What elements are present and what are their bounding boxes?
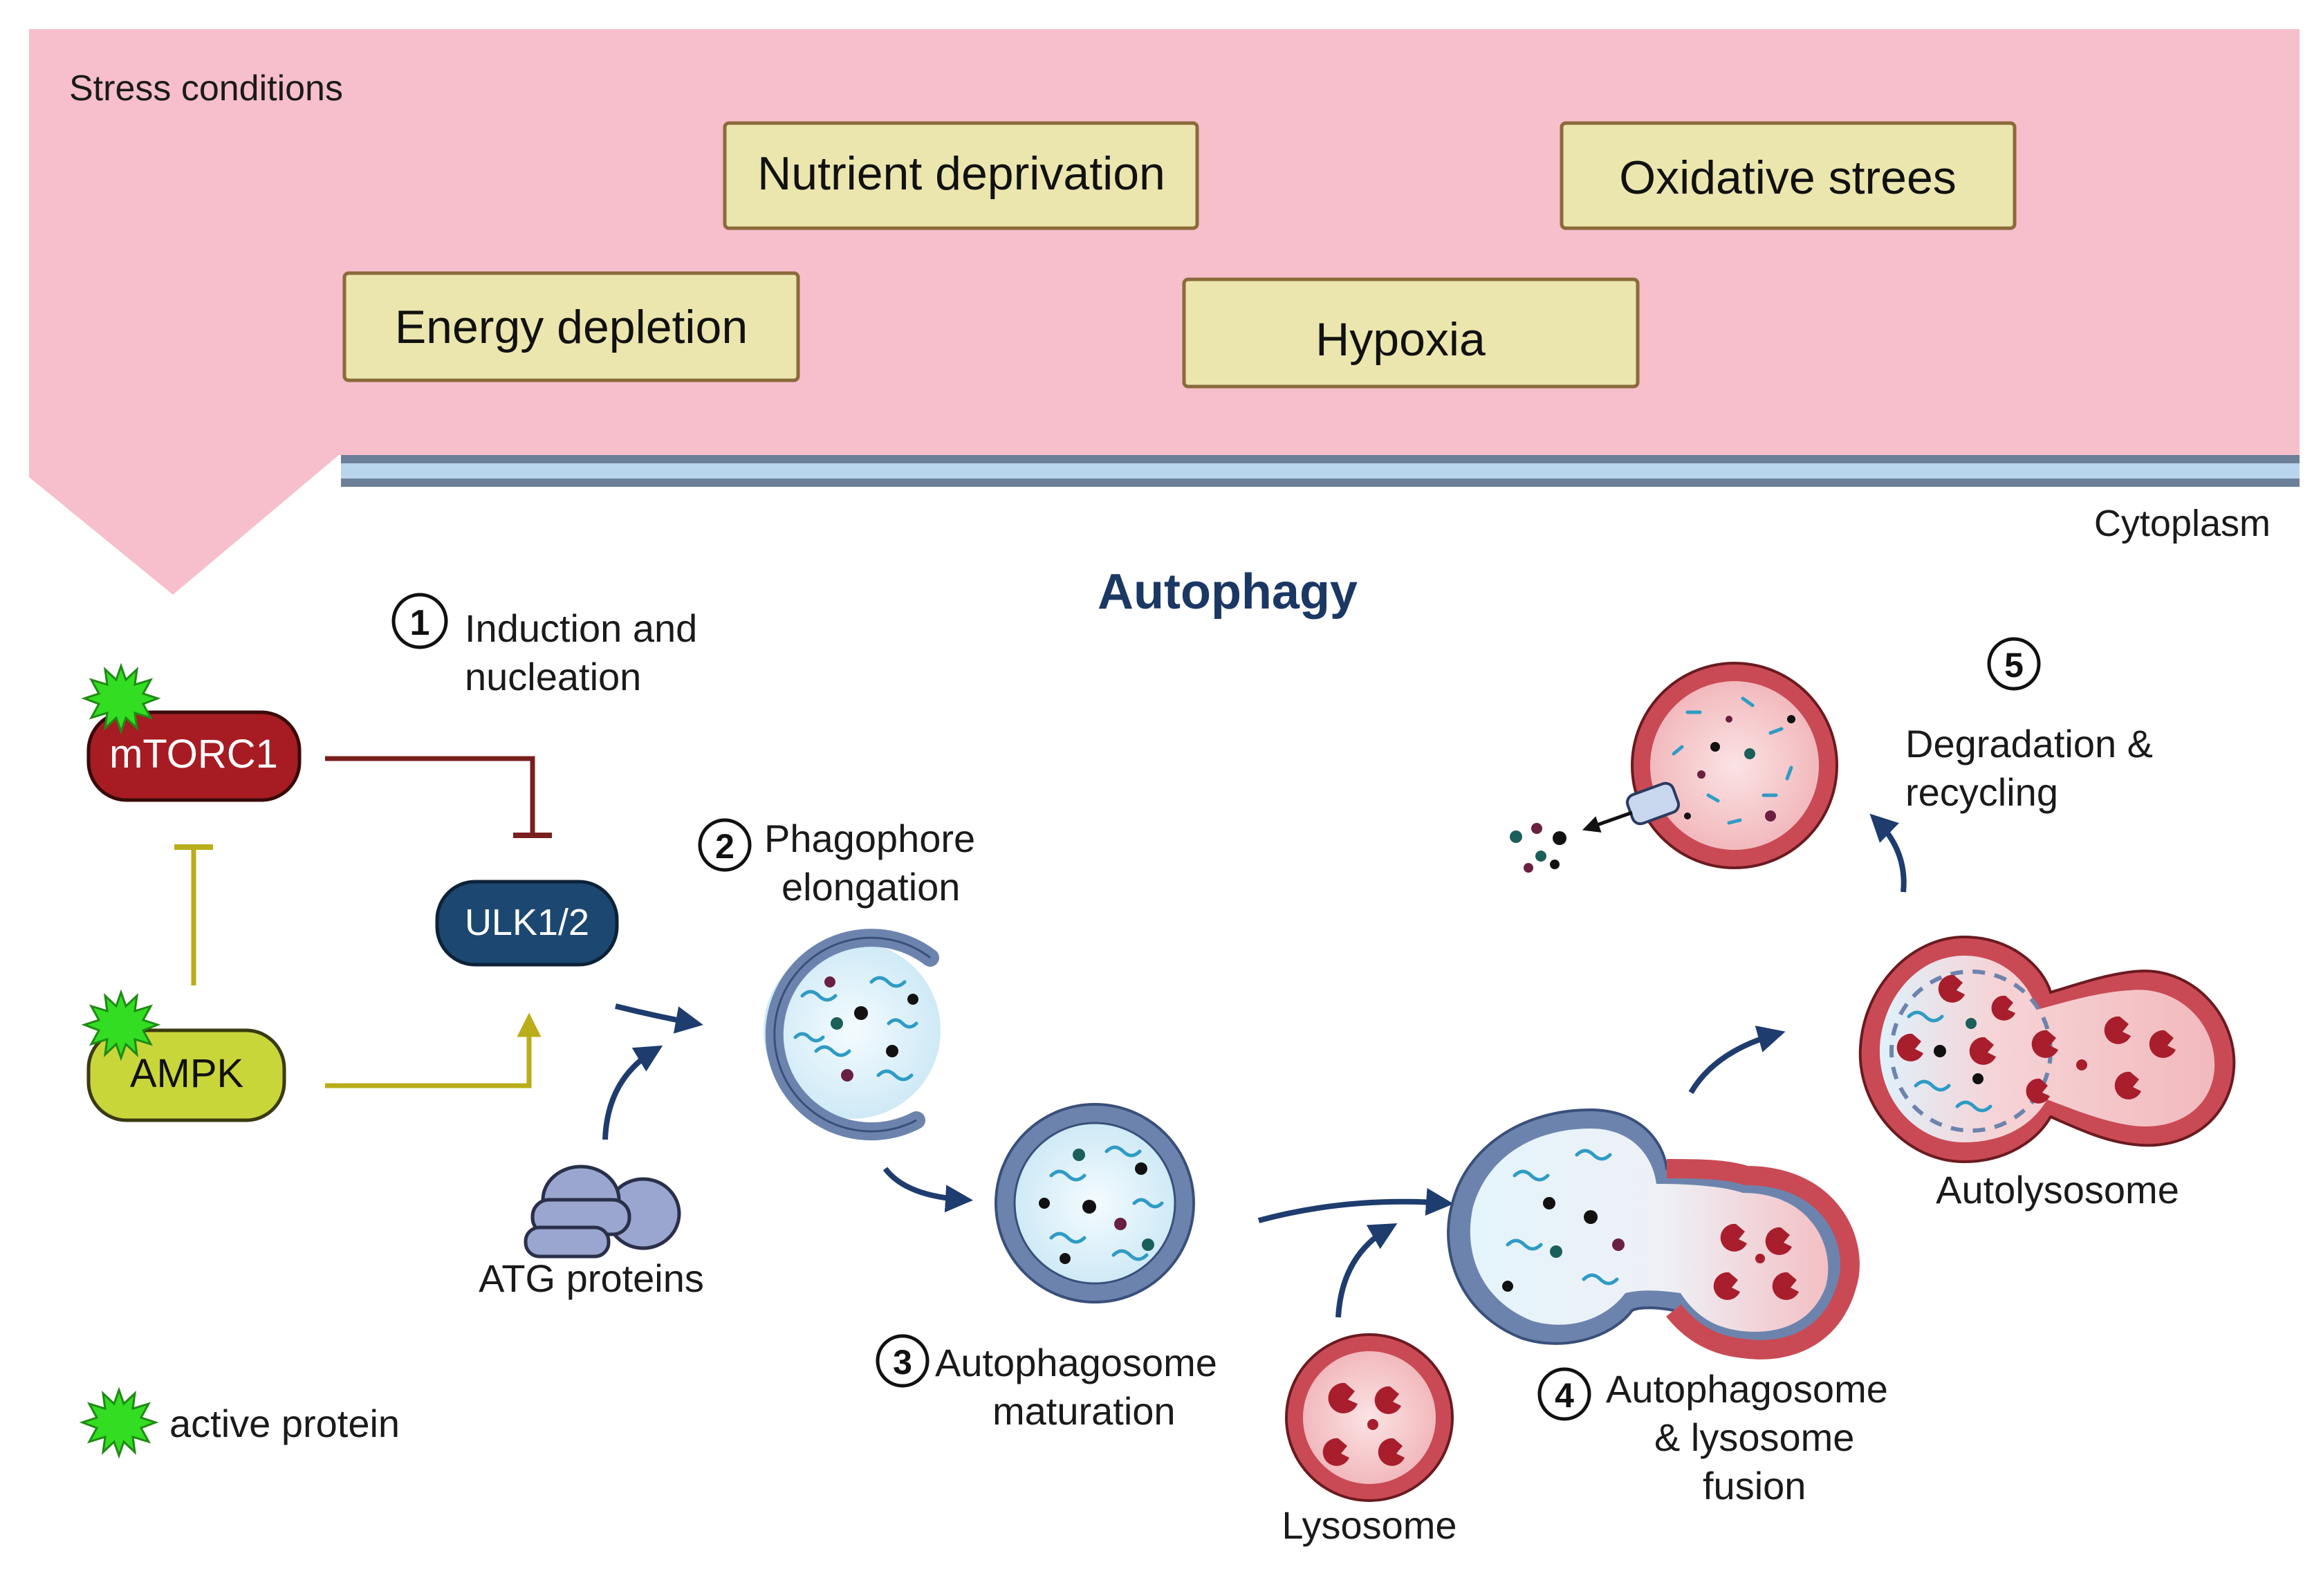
step-1-label: 1 Induction and nucleation	[391, 593, 697, 698]
autophagosome-vesicle	[995, 1103, 1195, 1303]
legend-active-protein: active protein	[79, 1386, 400, 1459]
lysosome-organelle	[1285, 1333, 1454, 1502]
step-5-number: 5	[2004, 646, 2024, 685]
cell-membrane	[341, 455, 2300, 487]
autolysosome-vesicle	[1858, 935, 2236, 1164]
stress-box-energy: Energy depletion	[342, 271, 800, 382]
step-1-number: 1	[410, 603, 430, 643]
fusion-vesicle	[1447, 1108, 1860, 1360]
step-3-line1: Autophagosome	[935, 1341, 1217, 1384]
mtorc1-protein: mTORC1	[86, 710, 302, 802]
step-4-line2: & lysosome	[1654, 1416, 1854, 1459]
step-3-number: 3	[893, 1343, 912, 1382]
fusion-to-autolysosome-arrow	[1688, 1026, 1786, 1095]
autophagy-title: Autophagy	[1098, 564, 1358, 620]
recycled-molecules	[1510, 823, 1566, 873]
step-3-label: 3 Autophagosome maturation	[876, 1334, 1217, 1433]
step-2-line2: elongation	[782, 865, 960, 909]
step-4-line3: fusion	[1703, 1464, 1806, 1507]
ulk-label: ULK1/2	[465, 902, 589, 943]
recycling-export-arrow	[1582, 810, 1633, 833]
stress-region: Stress conditions Nutrient deprivation O…	[29, 29, 2300, 595]
step-2-label: 2 Phagophore elongation	[698, 817, 975, 909]
step-2-line1: Phagophore	[764, 817, 975, 860]
step-4-label: 4 Autophagosome & lysosome fusion	[1537, 1367, 1888, 1507]
stress-box-nutrient: Nutrient deprivation	[723, 121, 1199, 230]
step-1-line1: Induction and	[465, 606, 697, 650]
stress-box-oxidative-label: Oxidative strees	[1619, 151, 1957, 204]
lysosome-label: Lysosome	[1282, 1503, 1457, 1547]
atg-proteins-label: ATG proteins	[479, 1256, 704, 1300]
step-4-line1: Autophagosome	[1606, 1367, 1888, 1411]
stress-box-hypoxia-label: Hypoxia	[1315, 313, 1486, 366]
step-3-line2: maturation	[992, 1389, 1176, 1433]
stress-box-nutrient-label: Nutrient deprivation	[757, 147, 1165, 200]
ampk-label: AMPK	[130, 1051, 244, 1096]
step-4-number: 4	[1555, 1376, 1574, 1415]
ulk-to-phagophore-arrow	[615, 1003, 703, 1034]
mtorc1-label: mTORC1	[109, 732, 278, 777]
mtorc1-inhibits-ulk-line	[325, 756, 535, 833]
active-star-icon	[79, 1386, 159, 1459]
step-5-line2: recycling	[1905, 770, 2058, 814]
phagophore-to-autophagosome-arrow	[882, 1167, 973, 1213]
autophagosome-to-fusion-arrow	[1257, 1188, 1454, 1223]
atg-protein-icon	[524, 1164, 681, 1259]
stress-title: Stress conditions	[69, 68, 343, 109]
lysosome-to-fusion-arrow	[1335, 1223, 1398, 1318]
stress-box-energy-label: Energy depletion	[395, 301, 748, 353]
phagophore-vesicle	[764, 929, 941, 1141]
legend-active-label: active protein	[169, 1402, 400, 1445]
step-5-line1: Degradation &	[1905, 722, 2153, 765]
autolysosome-label: Autolysosome	[1936, 1168, 2179, 1212]
step-1-line2: nucleation	[465, 655, 641, 698]
step-5-label: 5 Degradation & recycling	[1905, 637, 2153, 814]
active-star-icon	[81, 662, 161, 735]
ulk-protein: ULK1/2	[435, 880, 619, 967]
active-star-icon	[81, 989, 161, 1061]
stress-box-hypoxia: Hypoxia	[1182, 277, 1640, 389]
ampk-activates-ulk-arrow	[325, 1012, 542, 1088]
autolysosome-to-degradation-arrow	[1869, 813, 1907, 893]
atg-to-phagophore-arrow	[602, 1045, 663, 1140]
step-2-number: 2	[715, 827, 734, 866]
stress-box-oxidative: Oxidative strees	[1560, 121, 2017, 230]
cytoplasm-label: Cytoplasm	[2094, 503, 2271, 544]
degradation-vesicle	[1625, 662, 1838, 869]
